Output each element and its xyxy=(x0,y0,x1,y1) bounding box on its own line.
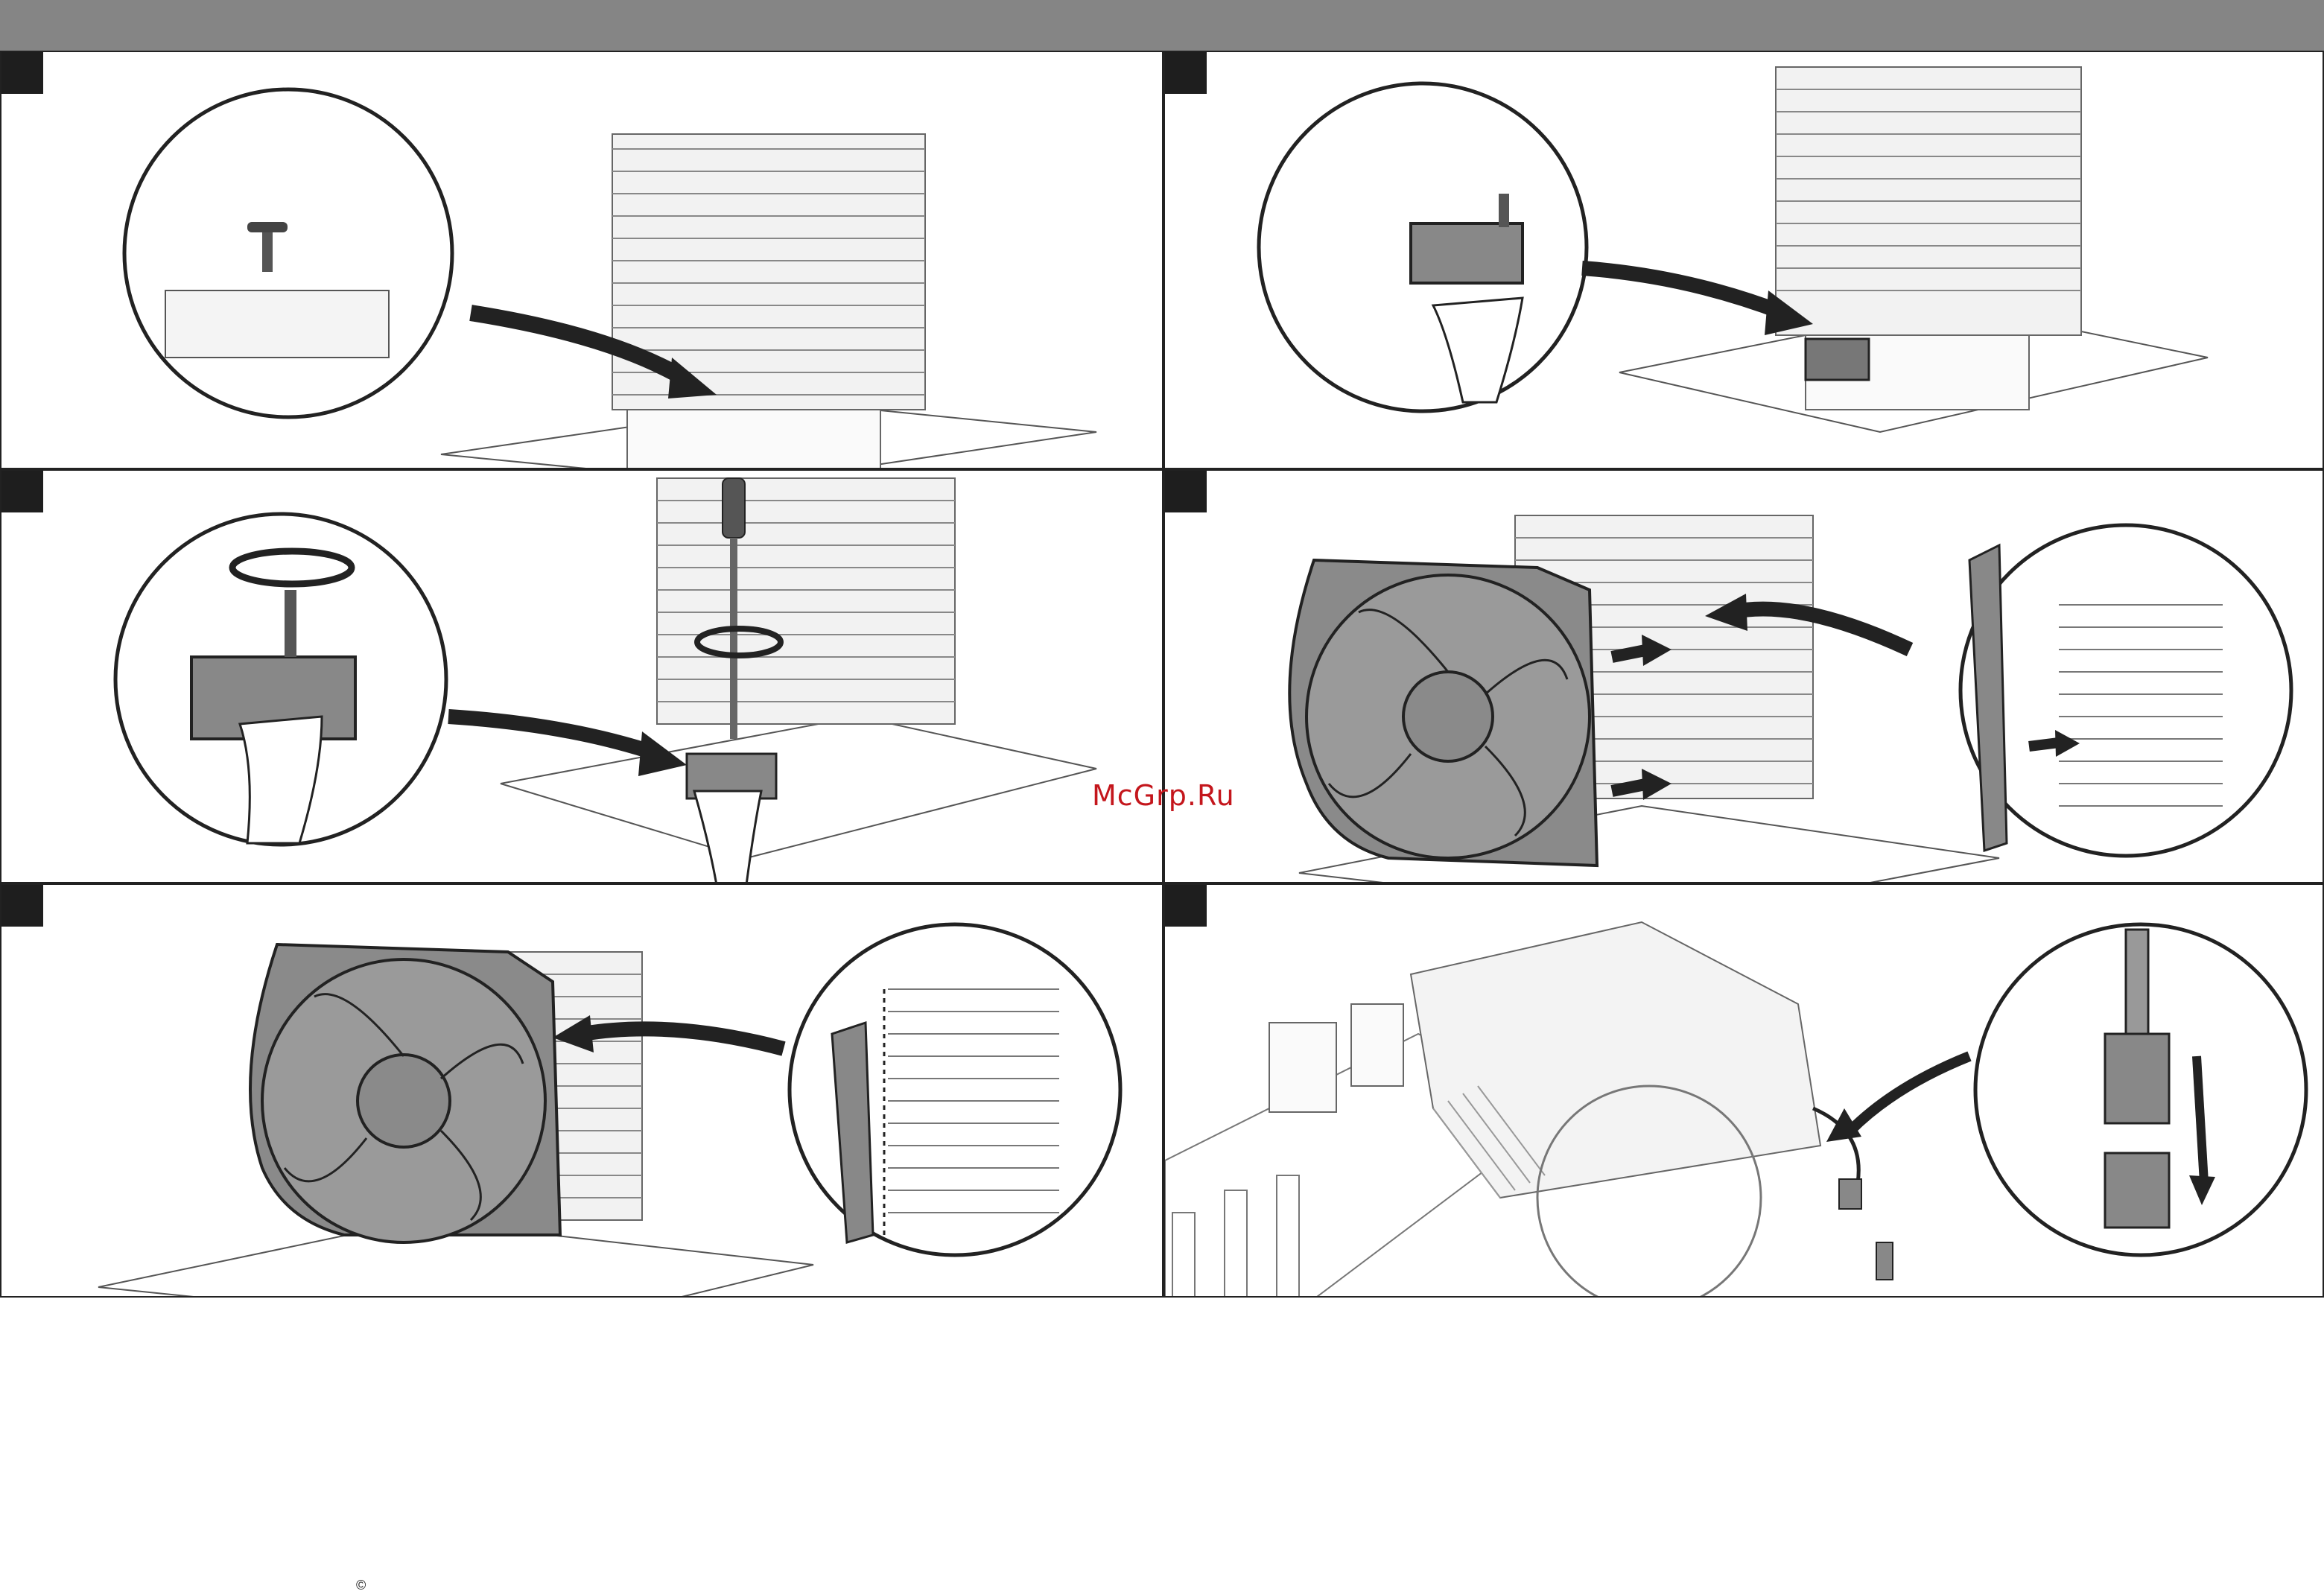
step-badge-3 xyxy=(1,471,43,512)
step-panel-1 xyxy=(0,51,1163,469)
step-badge-5 xyxy=(1,885,43,927)
watermark-text: McGrp.Ru xyxy=(1092,779,1235,812)
step-badge-1 xyxy=(1,52,43,94)
illustration-mount-clip xyxy=(1165,52,2324,469)
step-badge-2 xyxy=(1165,52,1207,94)
step-badge-6 xyxy=(1165,885,1207,927)
copyright-symbol: © xyxy=(356,1578,366,1593)
illustration-attach-screw xyxy=(1,52,1163,469)
step-panel-5 xyxy=(0,883,1163,1298)
illustration-tighten-screw xyxy=(1,471,1163,883)
illustration-fan-clips xyxy=(1165,471,2324,883)
header-bar xyxy=(0,0,2324,51)
step-badge-4 xyxy=(1165,471,1207,512)
step-panel-6 xyxy=(1163,883,2324,1298)
illustration-connect-cable xyxy=(1165,885,2324,1298)
step-panel-2 xyxy=(1163,51,2324,469)
step-panel-4 xyxy=(1163,469,2324,883)
step-panel-3 xyxy=(0,469,1163,883)
illustration-position-fan xyxy=(1,885,1163,1298)
instruction-grid xyxy=(0,51,2324,1298)
